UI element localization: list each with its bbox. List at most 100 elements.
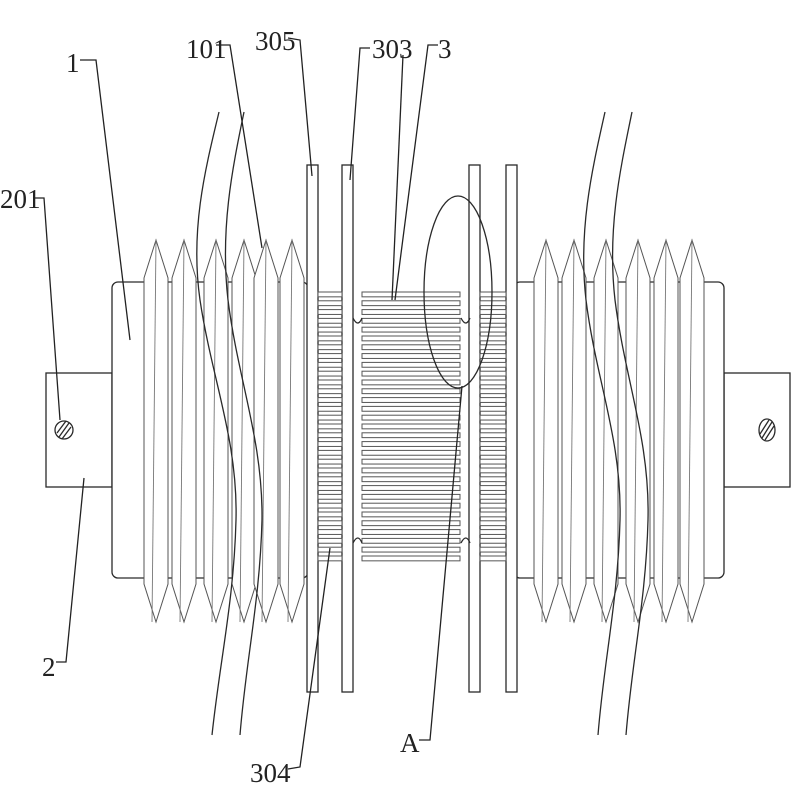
strip	[317, 449, 343, 456]
bellows-fin	[279, 238, 305, 624]
strip	[479, 291, 507, 298]
strip	[317, 537, 343, 544]
strip	[479, 300, 507, 307]
strip	[479, 476, 507, 483]
strip	[317, 423, 343, 430]
strip	[317, 485, 343, 491]
plate-inner-right	[468, 164, 481, 693]
bellows-fin	[625, 238, 651, 624]
strip	[479, 344, 507, 351]
strip	[317, 432, 343, 439]
strip	[361, 405, 461, 412]
strip	[361, 520, 461, 527]
strip	[317, 555, 343, 562]
strip	[479, 388, 507, 395]
strip	[479, 309, 507, 315]
label-part-201: 201	[0, 184, 41, 214]
strip	[479, 449, 507, 456]
strip	[361, 300, 461, 307]
left-screw-icon	[54, 420, 74, 440]
right-break-line-b	[611, 111, 649, 736]
strip	[361, 511, 461, 518]
strip	[361, 546, 461, 553]
bellows-fin	[533, 238, 559, 624]
strip-stack-right	[479, 291, 507, 562]
strip	[361, 537, 461, 544]
strip	[361, 485, 461, 491]
strip	[317, 335, 343, 342]
strip	[479, 493, 507, 500]
strip	[361, 361, 461, 368]
strip	[361, 476, 461, 483]
strip	[361, 555, 461, 562]
bellows-fin	[253, 238, 279, 624]
bellows-fin	[143, 238, 169, 624]
strip	[479, 317, 507, 324]
left-bellows-fins	[143, 238, 305, 624]
strip	[361, 441, 461, 447]
strip	[317, 502, 343, 509]
strip	[479, 432, 507, 439]
strip	[361, 379, 461, 386]
strip	[479, 335, 507, 342]
label-part-305: 305	[255, 26, 296, 56]
notch-top-right	[460, 317, 471, 324]
strip	[361, 414, 461, 421]
strip	[317, 476, 343, 483]
strip-stack-center-303	[361, 291, 461, 562]
strip	[479, 502, 507, 509]
fin-ridge	[633, 239, 639, 623]
strip	[361, 317, 461, 324]
strip	[317, 511, 343, 518]
fin-ridge	[569, 239, 575, 623]
right-screw-icon	[758, 418, 776, 442]
right-bellows-fins	[533, 238, 705, 624]
strip	[361, 458, 461, 465]
strip	[479, 467, 507, 474]
strip	[479, 405, 507, 412]
bellows-fin	[171, 238, 197, 624]
strip	[479, 520, 507, 527]
label-part-3: 3	[438, 34, 452, 64]
strip-stack-left-304	[317, 291, 343, 562]
left-break-line-b	[224, 111, 263, 736]
fin-ridge	[179, 239, 185, 623]
strip	[361, 388, 461, 395]
strip	[317, 300, 343, 307]
strip	[317, 441, 343, 447]
leader-lines	[35, 37, 463, 770]
plate-outer-right	[505, 164, 518, 693]
strip	[317, 493, 343, 500]
fin-ridge	[601, 239, 607, 623]
strip	[317, 361, 343, 368]
strip	[317, 309, 343, 315]
strip	[479, 370, 507, 377]
strip	[317, 467, 343, 474]
fin-ridge	[211, 239, 217, 623]
strip	[361, 309, 461, 315]
strip	[361, 432, 461, 439]
fin-ridge	[287, 239, 293, 623]
fin-ridge	[687, 239, 693, 623]
right-mounting-tab	[723, 372, 791, 488]
strip	[317, 353, 343, 359]
strip	[317, 458, 343, 465]
label-part-a: A	[400, 728, 420, 758]
strip	[317, 405, 343, 412]
strip	[479, 458, 507, 465]
strip	[317, 388, 343, 395]
strip	[317, 370, 343, 377]
strip	[317, 414, 343, 421]
strip	[361, 467, 461, 474]
strip	[479, 414, 507, 421]
strip	[317, 326, 343, 333]
label-part-1: 1	[66, 48, 80, 78]
strip	[361, 291, 461, 298]
bellows-fin	[561, 238, 587, 624]
strip	[361, 397, 461, 403]
strip	[317, 529, 343, 535]
plate-inner-left	[341, 164, 354, 693]
strip	[317, 344, 343, 351]
strip	[361, 326, 461, 333]
